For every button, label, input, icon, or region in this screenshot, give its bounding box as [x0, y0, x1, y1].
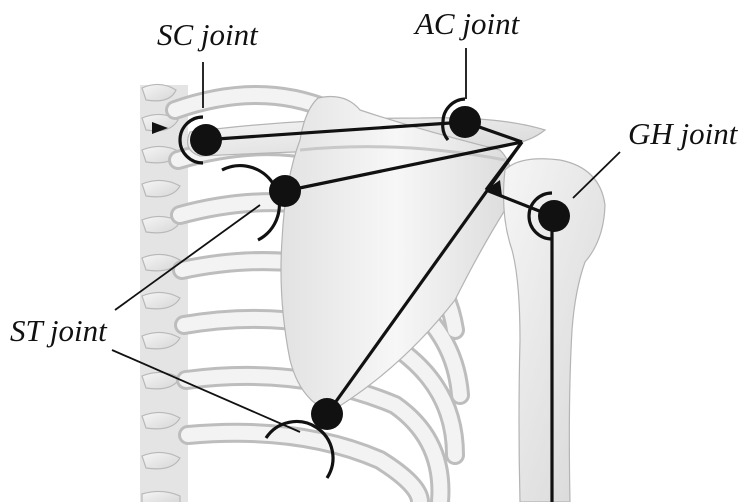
gh-joint-label: GH joint [628, 116, 739, 151]
scapula [281, 97, 511, 413]
st-joint-label: ST joint [10, 313, 108, 348]
ac-joint-label: AC joint [413, 6, 521, 41]
sc-joint-label: SC joint [157, 17, 259, 52]
